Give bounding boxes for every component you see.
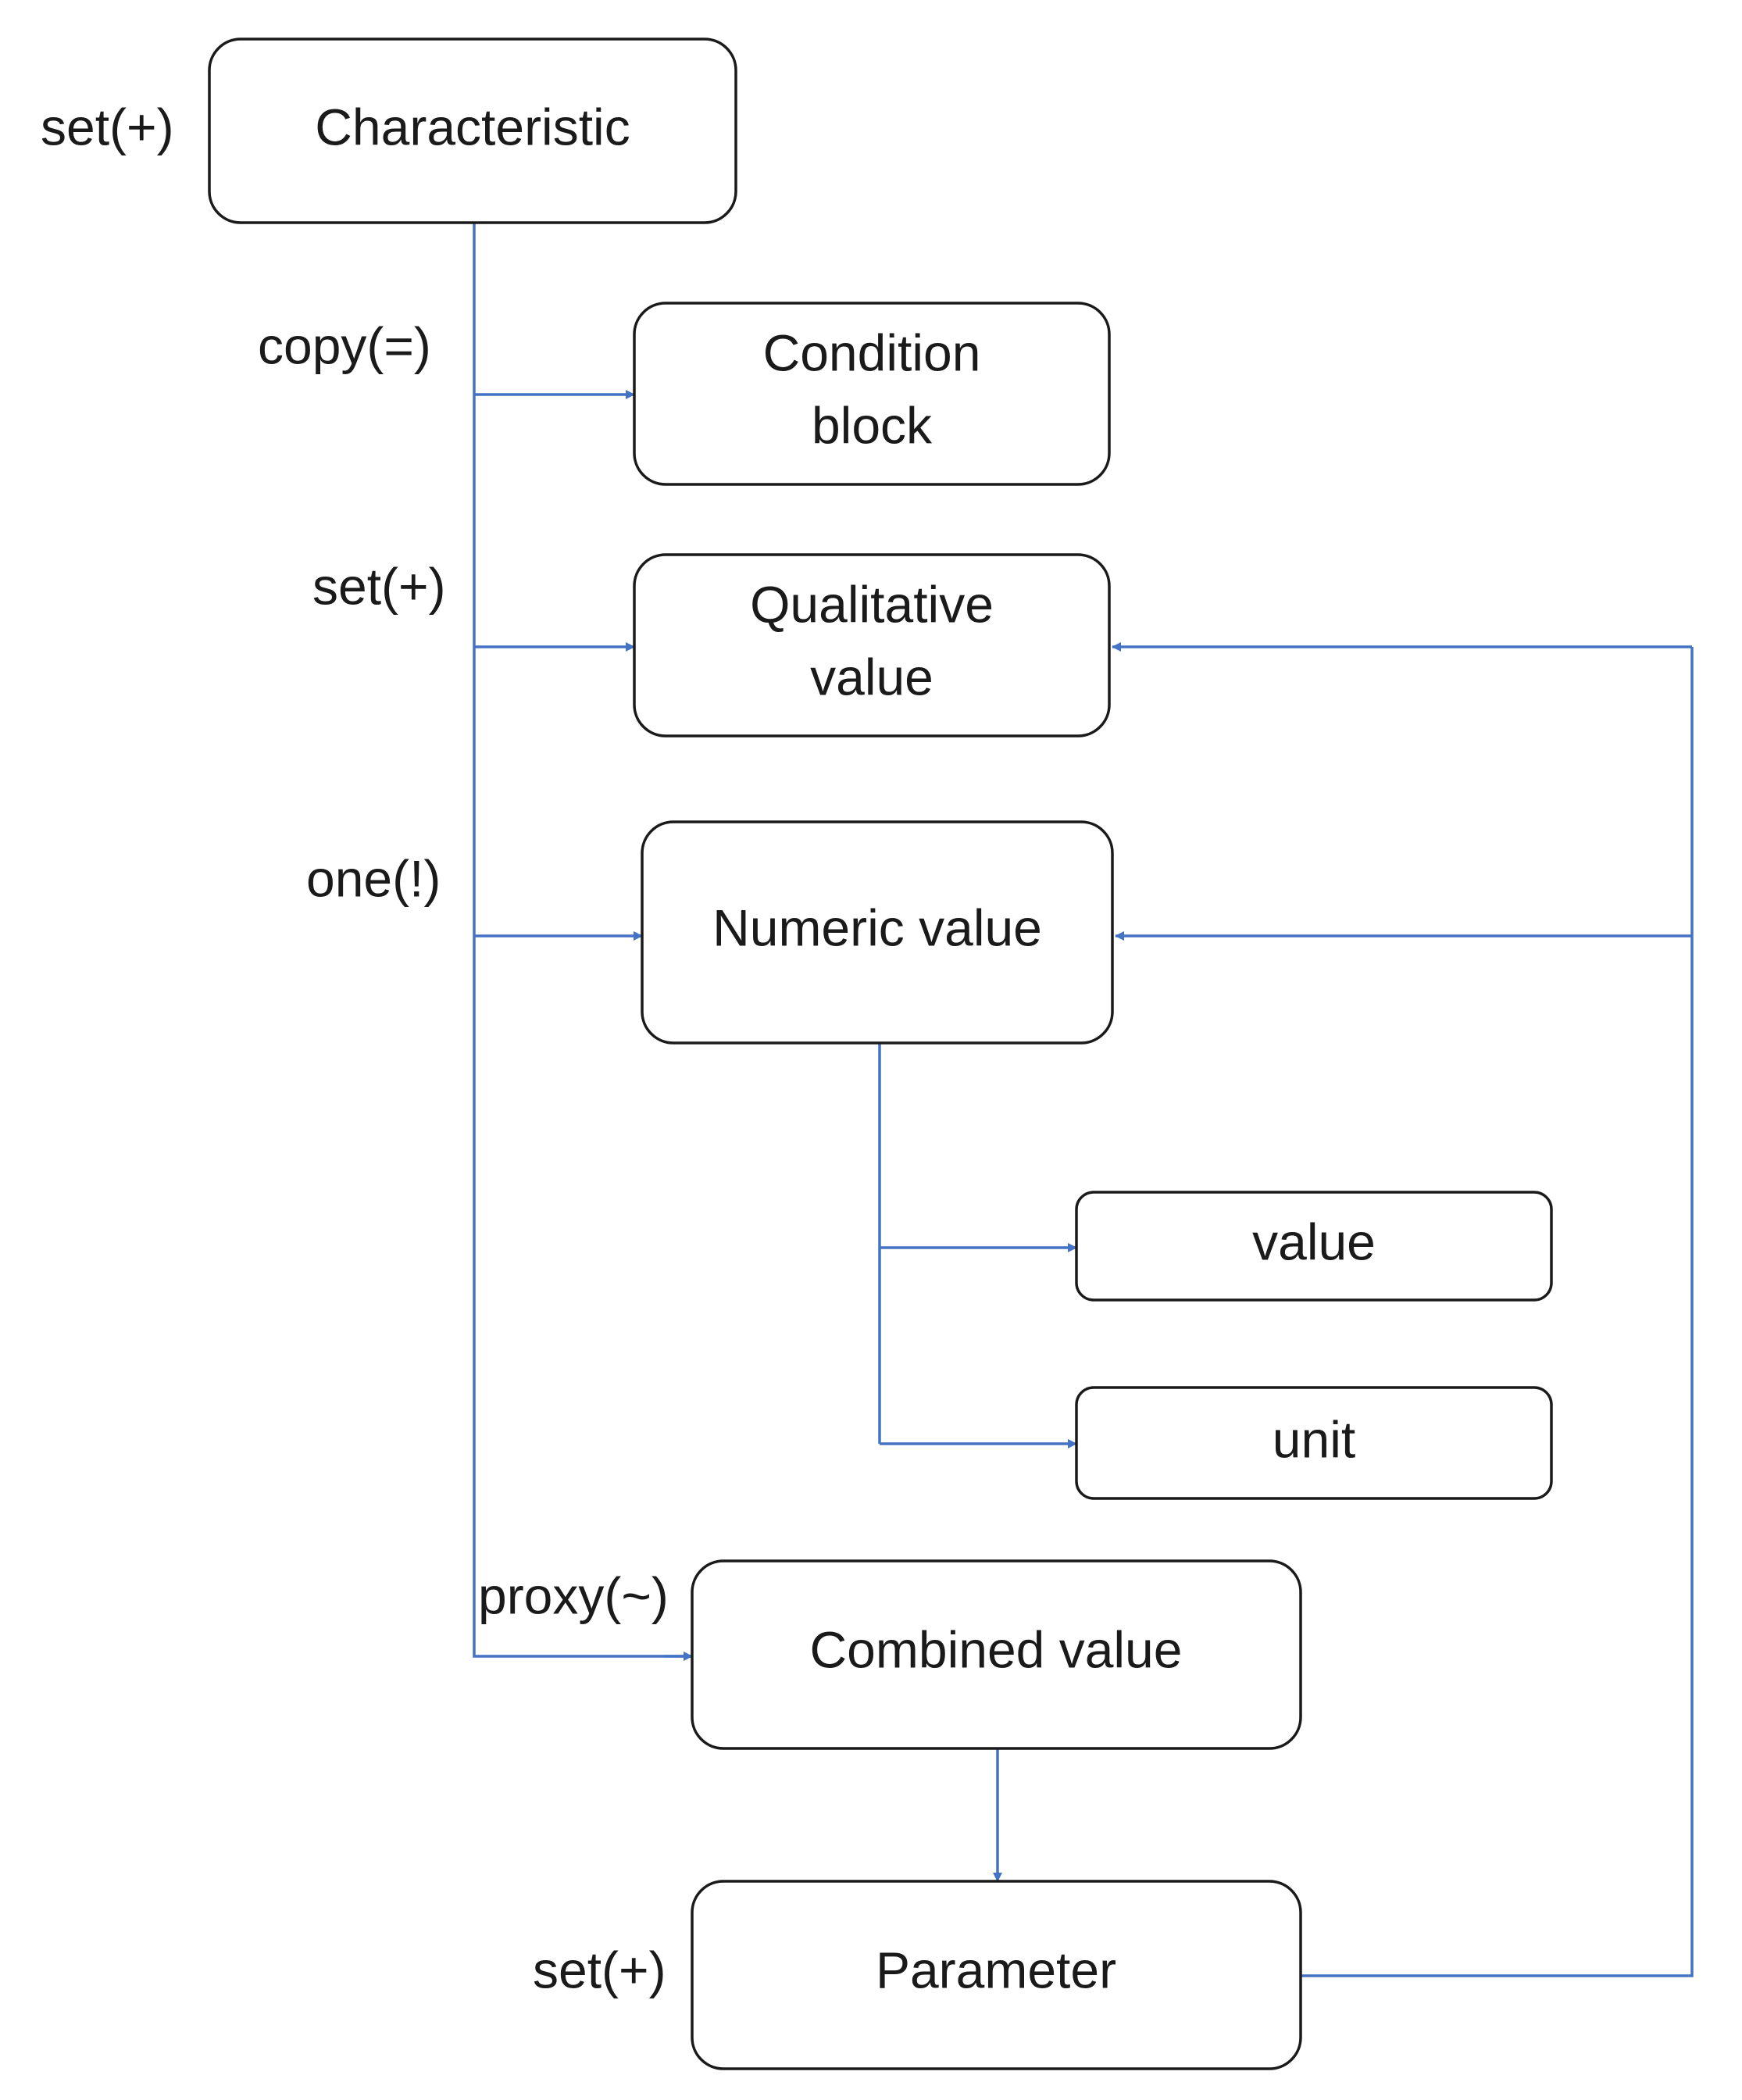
node-value: value — [1075, 1191, 1553, 1302]
qualitative-value-label-line-1: Qualitative — [750, 575, 994, 633]
node-condition-block: Condition block — [633, 302, 1111, 486]
node-characteristic: Characteristic — [208, 38, 737, 224]
edge-labels: set(+) copy(=) set(+) one(!) proxy(~) se… — [41, 98, 669, 1998]
numeric-value-label: Numeric value — [712, 898, 1042, 956]
parameter-cardinality-label: set(+) — [533, 1941, 666, 1998]
qualitative-value-link-label: set(+) — [312, 557, 446, 615]
node-numeric-value: Numeric value — [641, 820, 1114, 1045]
value-label: value — [1252, 1212, 1376, 1270]
characteristic-label: Characteristic — [315, 98, 630, 155]
parameter-loop-line — [1301, 647, 1694, 1977]
combined-value-label: Combined value — [810, 1620, 1183, 1678]
connectors — [473, 223, 1694, 1977]
node-unit: unit — [1075, 1386, 1553, 1500]
characteristic-cardinality-label: set(+) — [41, 98, 174, 155]
condition-block-label-line-2: block — [812, 396, 933, 454]
node-combined-value: Combined value — [691, 1559, 1302, 1750]
trunk-line — [473, 223, 691, 1658]
numeric-value-link-label: one(!) — [306, 849, 441, 907]
unit-label: unit — [1273, 1410, 1355, 1468]
node-qualitative-value: Qualitative value — [633, 553, 1111, 738]
condition-block-link-label: copy(=) — [258, 316, 431, 374]
combined-value-link-label: proxy(~) — [478, 1566, 669, 1624]
qualitative-value-label-line-2: value — [810, 648, 933, 705]
condition-block-label-line-1: Condition — [763, 323, 981, 381]
parameter-label: Parameter — [876, 1941, 1116, 1998]
node-parameter: Parameter — [691, 1880, 1302, 2070]
